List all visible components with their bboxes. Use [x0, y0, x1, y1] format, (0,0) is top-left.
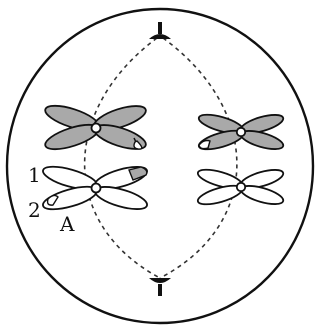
label-2: 2: [28, 198, 41, 222]
marked-tip-gray: [129, 167, 147, 180]
chromosome-right-gray: [197, 111, 285, 153]
label-1: 1: [28, 163, 41, 187]
spindle-pole-top: [149, 22, 171, 39]
chromosome-right-white: [196, 166, 285, 208]
chromosome-left-white: [41, 162, 150, 214]
spindle-pole-bottom: [149, 278, 171, 296]
label-A: A: [59, 212, 75, 236]
chromosome-left-gray: [43, 101, 149, 154]
spindle-fiber-right: [160, 38, 237, 278]
spindle-fiber-left: [85, 38, 160, 278]
